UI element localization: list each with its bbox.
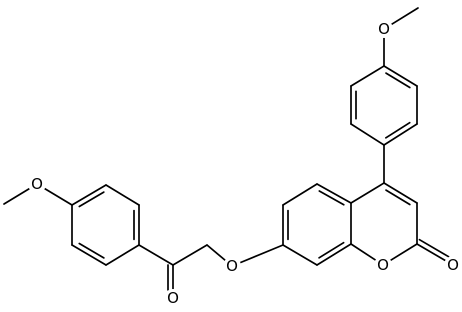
double-bond-inner xyxy=(385,189,411,206)
atom-o-ether: O xyxy=(223,257,241,275)
atom-label-o: O xyxy=(378,20,390,38)
single-bond xyxy=(206,244,227,262)
atom-o-lactone-carbonyl: O xyxy=(444,256,462,274)
atom-o-left-methoxy: O xyxy=(28,175,46,193)
atom-label-o: O xyxy=(377,256,389,274)
single-bond xyxy=(350,243,378,262)
double-bond xyxy=(71,184,107,206)
single-bond xyxy=(282,244,318,266)
single-bond xyxy=(238,244,284,264)
double-bond xyxy=(416,243,447,262)
single-bond xyxy=(172,244,208,266)
double-bond xyxy=(383,123,418,146)
single-bond xyxy=(138,244,174,266)
atom-label-o: O xyxy=(31,175,43,193)
double-bond-inner xyxy=(385,72,411,89)
atom-o-ring: O xyxy=(374,256,392,274)
atom-label-o: O xyxy=(167,289,179,307)
atom-o-ketone: O xyxy=(164,289,182,307)
double-bond-inner xyxy=(78,242,105,259)
atom-label-o: O xyxy=(226,257,238,275)
single-bond xyxy=(43,187,73,206)
bond-layer xyxy=(3,7,450,291)
single-bond xyxy=(388,243,418,262)
atom-o-top-methoxy: O xyxy=(375,20,393,38)
double-bond-inner xyxy=(78,191,105,208)
single-bond xyxy=(350,182,385,204)
double-bond-inner xyxy=(385,121,411,139)
double-bond-inner xyxy=(318,241,345,259)
single-bond xyxy=(350,65,385,87)
double-bond xyxy=(383,182,418,204)
single-bond xyxy=(350,123,385,146)
single-bond xyxy=(105,244,140,266)
single-bond xyxy=(105,184,140,206)
double-bond xyxy=(71,244,107,266)
single-bond xyxy=(3,187,32,205)
single-bond xyxy=(389,7,419,26)
single-bond xyxy=(282,183,318,206)
double-bond xyxy=(316,243,352,266)
double-bond-outer xyxy=(418,238,450,258)
double-bond-inner xyxy=(318,190,345,206)
double-bond xyxy=(316,183,352,204)
double-bond xyxy=(383,65,418,87)
atom-label-o: O xyxy=(447,256,459,274)
atom-label-layer: O O O O O O xyxy=(28,20,462,307)
